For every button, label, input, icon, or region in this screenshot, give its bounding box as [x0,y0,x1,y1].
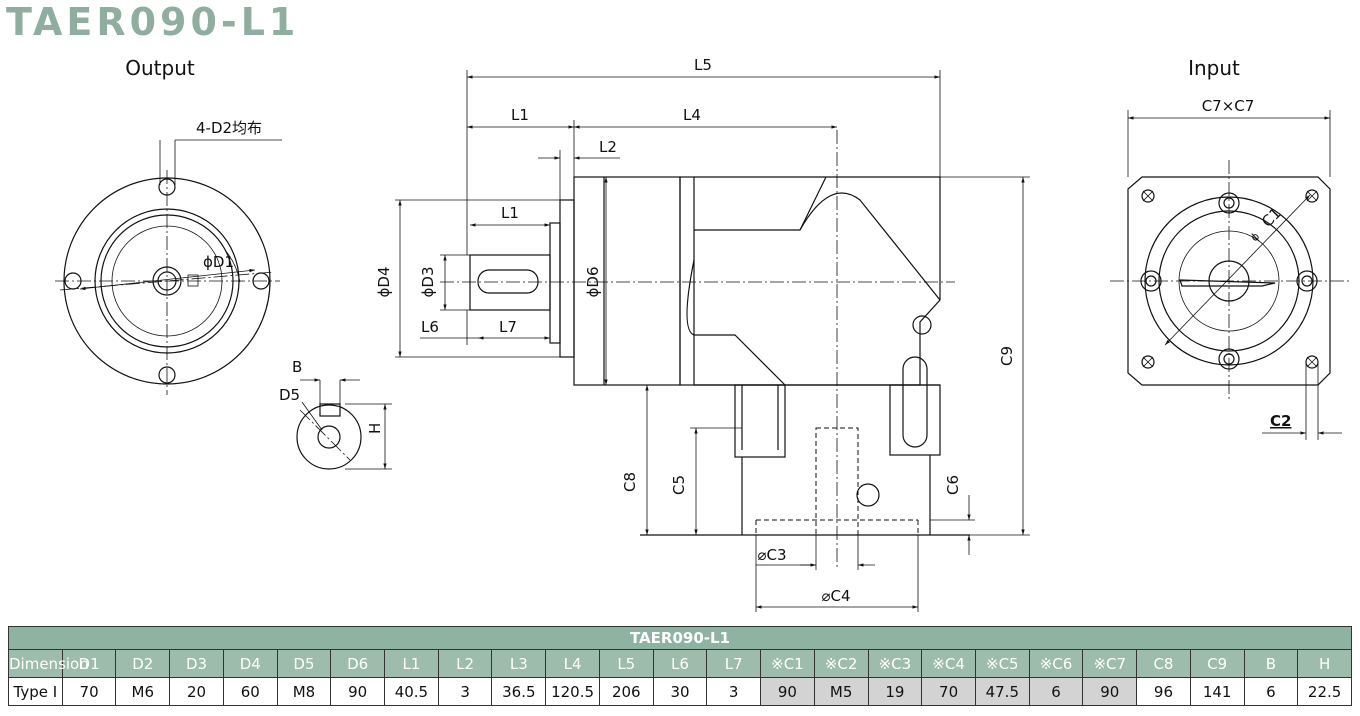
technical-drawing: Output 4-D2均布 ϕD1 B D5 [55,56,1350,612]
output-view: Output 4-D2均布 ϕD1 [55,56,282,395]
table-cell: Type I [8,677,63,706]
table-header-cell: D2 [115,649,171,678]
table-cell: 19 [867,677,923,706]
table-header-cell: D5 [276,649,332,678]
table-header-cell: L1 [384,649,439,678]
table-cell: 90 [1082,677,1138,706]
table-cell: 90 [760,677,815,706]
input-view: Input C1 ϕ C7×C7 [1110,56,1350,440]
page-title: TAER090-L1 [6,0,300,44]
l2-label: L2 [599,138,617,156]
c4-label: ⌀C4 [821,587,850,605]
table-cell: 6 [1028,677,1084,706]
table-cell: 20 [169,677,224,706]
l5-label: L5 [694,56,712,74]
table-cell: 47.5 [974,677,1030,706]
table-header-cell: H [1297,649,1352,678]
d2-label: 4-D2均布 [196,119,262,137]
table-header-cell: L4 [545,649,600,678]
table-cell: M5 [813,677,869,706]
table-header-cell: L5 [598,649,654,678]
table-header-cell: L7 [706,649,762,678]
l6-label: L6 [421,318,439,336]
table-cell: 70 [921,677,976,706]
c2-label: C2 [1270,412,1291,430]
table-header-cell: C9 [1189,649,1245,678]
table-header-cell: L3 [491,649,547,678]
table-cell: 3 [437,677,493,706]
input-view-label: Input [1188,56,1240,80]
table-cell: 70 [61,677,117,706]
c6-label: C6 [944,475,962,495]
table-header-cell: D4 [222,649,278,678]
table-cell: 40.5 [384,677,439,706]
h-label: H [366,423,384,434]
table-cell: 90 [330,677,386,706]
table-header-cell: Dimension [8,649,89,678]
table-header-cell: D3 [169,649,224,678]
table-cell: M6 [115,677,171,706]
table-header-cell: B [1243,649,1299,678]
table-cell: 22.5 [1297,677,1352,706]
c3-label: ⌀C3 [757,546,786,564]
table-header-cell: ※C3 [867,649,923,678]
table-header-cell: D1 [61,649,117,678]
table-cell: 3 [706,677,762,706]
c8-label: C8 [621,472,639,492]
table-header-cell: ※C1 [760,649,815,678]
table-header-cell: C8 [1136,649,1191,678]
table-cell: 30 [652,677,708,706]
l1-inner-label: L1 [501,204,519,222]
c1-label: C1 [1258,204,1285,231]
table-cell: 60 [222,677,278,706]
phi-d1-label: ϕD1 [203,253,234,271]
table-header-cell: ※C7 [1082,649,1138,678]
output-view-label: Output [125,56,195,80]
l7-label: L7 [499,318,517,336]
table-header-cell: ※C6 [1028,649,1084,678]
table-header-cell: ※C2 [813,649,869,678]
shaft-key-section: B D5 H [279,358,392,470]
d5-label: D5 [279,386,300,404]
l1-top-label: L1 [511,106,529,124]
table-cell: 96 [1136,677,1191,706]
table-header-cell: ※C5 [974,649,1030,678]
b-label: B [292,358,302,376]
c9-label: C9 [998,346,1016,366]
table-cell: 36.5 [491,677,547,706]
phi-d6-label: ϕD6 [584,267,602,298]
phi-d4-label: ϕD4 [375,267,393,298]
l4-label: L4 [683,106,701,124]
phi-d3-label: ϕD3 [419,267,437,298]
side-view: L5 L1 L4 L2 L1 ϕD4 ϕD3 ϕD6 L6 L7 [375,56,1030,612]
table-cell: 206 [598,677,654,706]
table-header-cell: L6 [652,649,708,678]
table-cell: M8 [276,677,332,706]
table-cell: 120.5 [545,677,600,706]
table-cell: 141 [1189,677,1245,706]
table-header-cell: ※C4 [921,649,976,678]
table-cell: 6 [1243,677,1299,706]
table-header-cell: D6 [330,649,386,678]
table-caption: TAER090-L1 [8,626,1352,650]
c7xc7-label: C7×C7 [1202,97,1255,115]
table-header-cell: L2 [437,649,493,678]
c5-label: C5 [670,475,688,495]
